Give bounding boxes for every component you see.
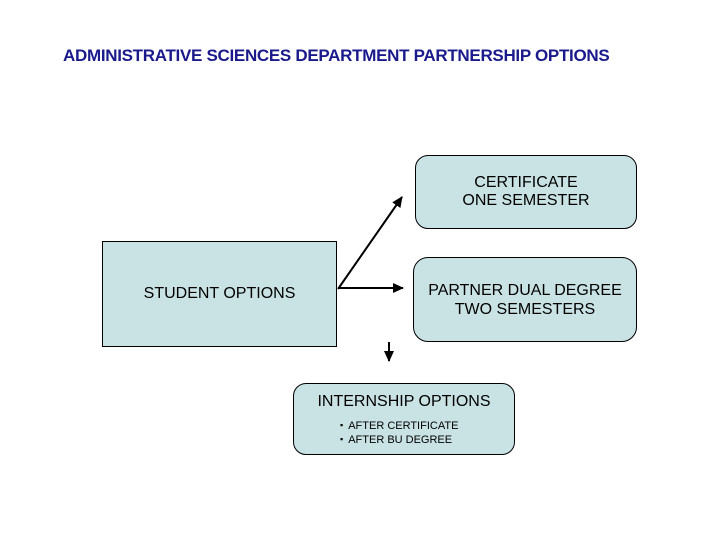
certificate-one-semester-box: CERTIFICATE ONE SEMESTER bbox=[415, 155, 637, 229]
partner-line-2: TWO SEMESTERS bbox=[454, 300, 596, 318]
certificate-line-1: CERTIFICATE bbox=[474, 174, 578, 191]
bullet-icon: ▪ bbox=[340, 434, 344, 444]
list-item: ▪ AFTER CERTIFICATE bbox=[340, 419, 514, 433]
internship-bullet-2: AFTER BU DEGREE bbox=[348, 434, 453, 446]
student-to-certificate-arrow bbox=[337, 196, 403, 290]
internship-options-title: INTERNSHIP OPTIONS bbox=[317, 393, 491, 410]
certificate-line-2: ONE SEMESTER bbox=[462, 192, 590, 209]
internship-bullet-1: AFTER CERTIFICATE bbox=[348, 420, 459, 432]
internship-bullet-list: ▪ AFTER CERTIFICATE ▪ AFTER BU DEGREE bbox=[294, 419, 514, 447]
bullet-icon: ▪ bbox=[340, 420, 344, 430]
partner-dual-degree-box: PARTNER DUAL DEGREE TWO SEMESTERS bbox=[413, 257, 637, 342]
student-options-label: STUDENT OPTIONS bbox=[143, 285, 296, 302]
partner-line-1: PARTNER DUAL DEGREE bbox=[428, 281, 622, 299]
list-item: ▪ AFTER BU DEGREE bbox=[340, 433, 514, 447]
page-title: ADMINISTRATIVE SCIENCES DEPARTMENT PARTN… bbox=[63, 46, 610, 65]
student-options-box: STUDENT OPTIONS bbox=[102, 241, 337, 347]
internship-options-box: INTERNSHIP OPTIONS ▪ AFTER CERTIFICATE ▪ A… bbox=[293, 383, 515, 455]
